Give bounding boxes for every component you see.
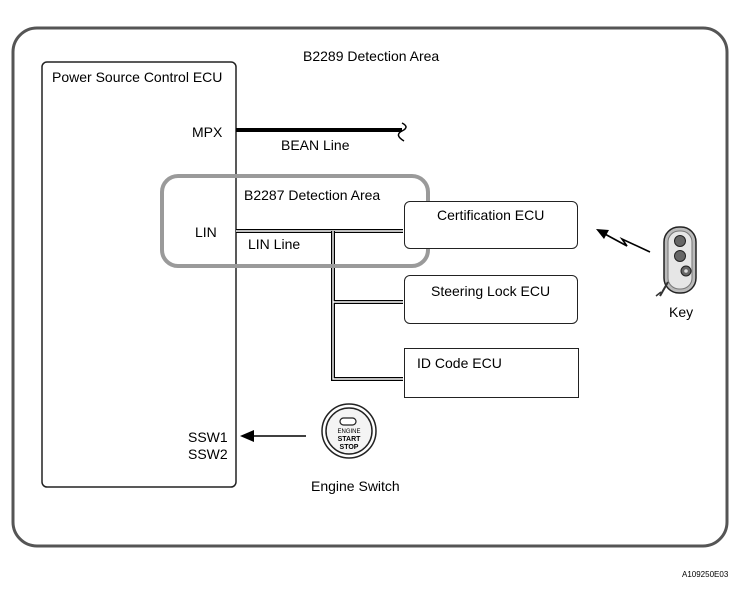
lin-pin-label: LIN <box>195 224 217 240</box>
b2289-detection-area-border <box>11 26 729 548</box>
id-code-ecu-box: ID Code ECU <box>404 348 579 398</box>
key-label: Key <box>669 304 694 320</box>
certification-ecu-box: Certification ECU <box>404 201 578 249</box>
power-ecu-title: Power Source Control ECU <box>52 69 223 85</box>
engine-switch-face-line2: START <box>337 436 361 443</box>
bean-line-break <box>397 122 407 142</box>
lin-line-label: LIN Line <box>248 236 301 252</box>
engine-switch-face-line1: ENGINE <box>337 429 361 435</box>
mpx-pin-label: MPX <box>192 124 223 140</box>
ssw-arrow-head <box>240 430 254 442</box>
power-source-ecu-box <box>41 61 237 488</box>
b2289-area-label: B2289 Detection Area <box>303 48 440 64</box>
engine-switch-icon <box>321 403 377 459</box>
steering-lock-ecu-label: Steering Lock ECU <box>431 283 551 299</box>
bean-line-label: BEAN Line <box>281 137 350 153</box>
engine-switch-face-line3: STOP <box>339 444 359 451</box>
figure-code: A109250E03 <box>682 570 729 579</box>
b2287-area-label: B2287 Detection Area <box>244 187 381 203</box>
ssw1-pin-label: SSW1 <box>188 429 228 445</box>
steering-lock-ecu-box: Steering Lock ECU <box>404 275 578 324</box>
signal-arrow-head <box>596 229 609 239</box>
engine-switch-label: Engine Switch <box>311 478 400 494</box>
ssw2-pin-label: SSW2 <box>188 446 228 462</box>
id-code-ecu-label: ID Code ECU <box>417 355 502 371</box>
key-fob-icon <box>655 226 697 297</box>
certification-ecu-label: Certification ECU <box>437 207 545 223</box>
signal-zigzag <box>602 232 651 253</box>
lin-line-wire <box>236 229 403 381</box>
